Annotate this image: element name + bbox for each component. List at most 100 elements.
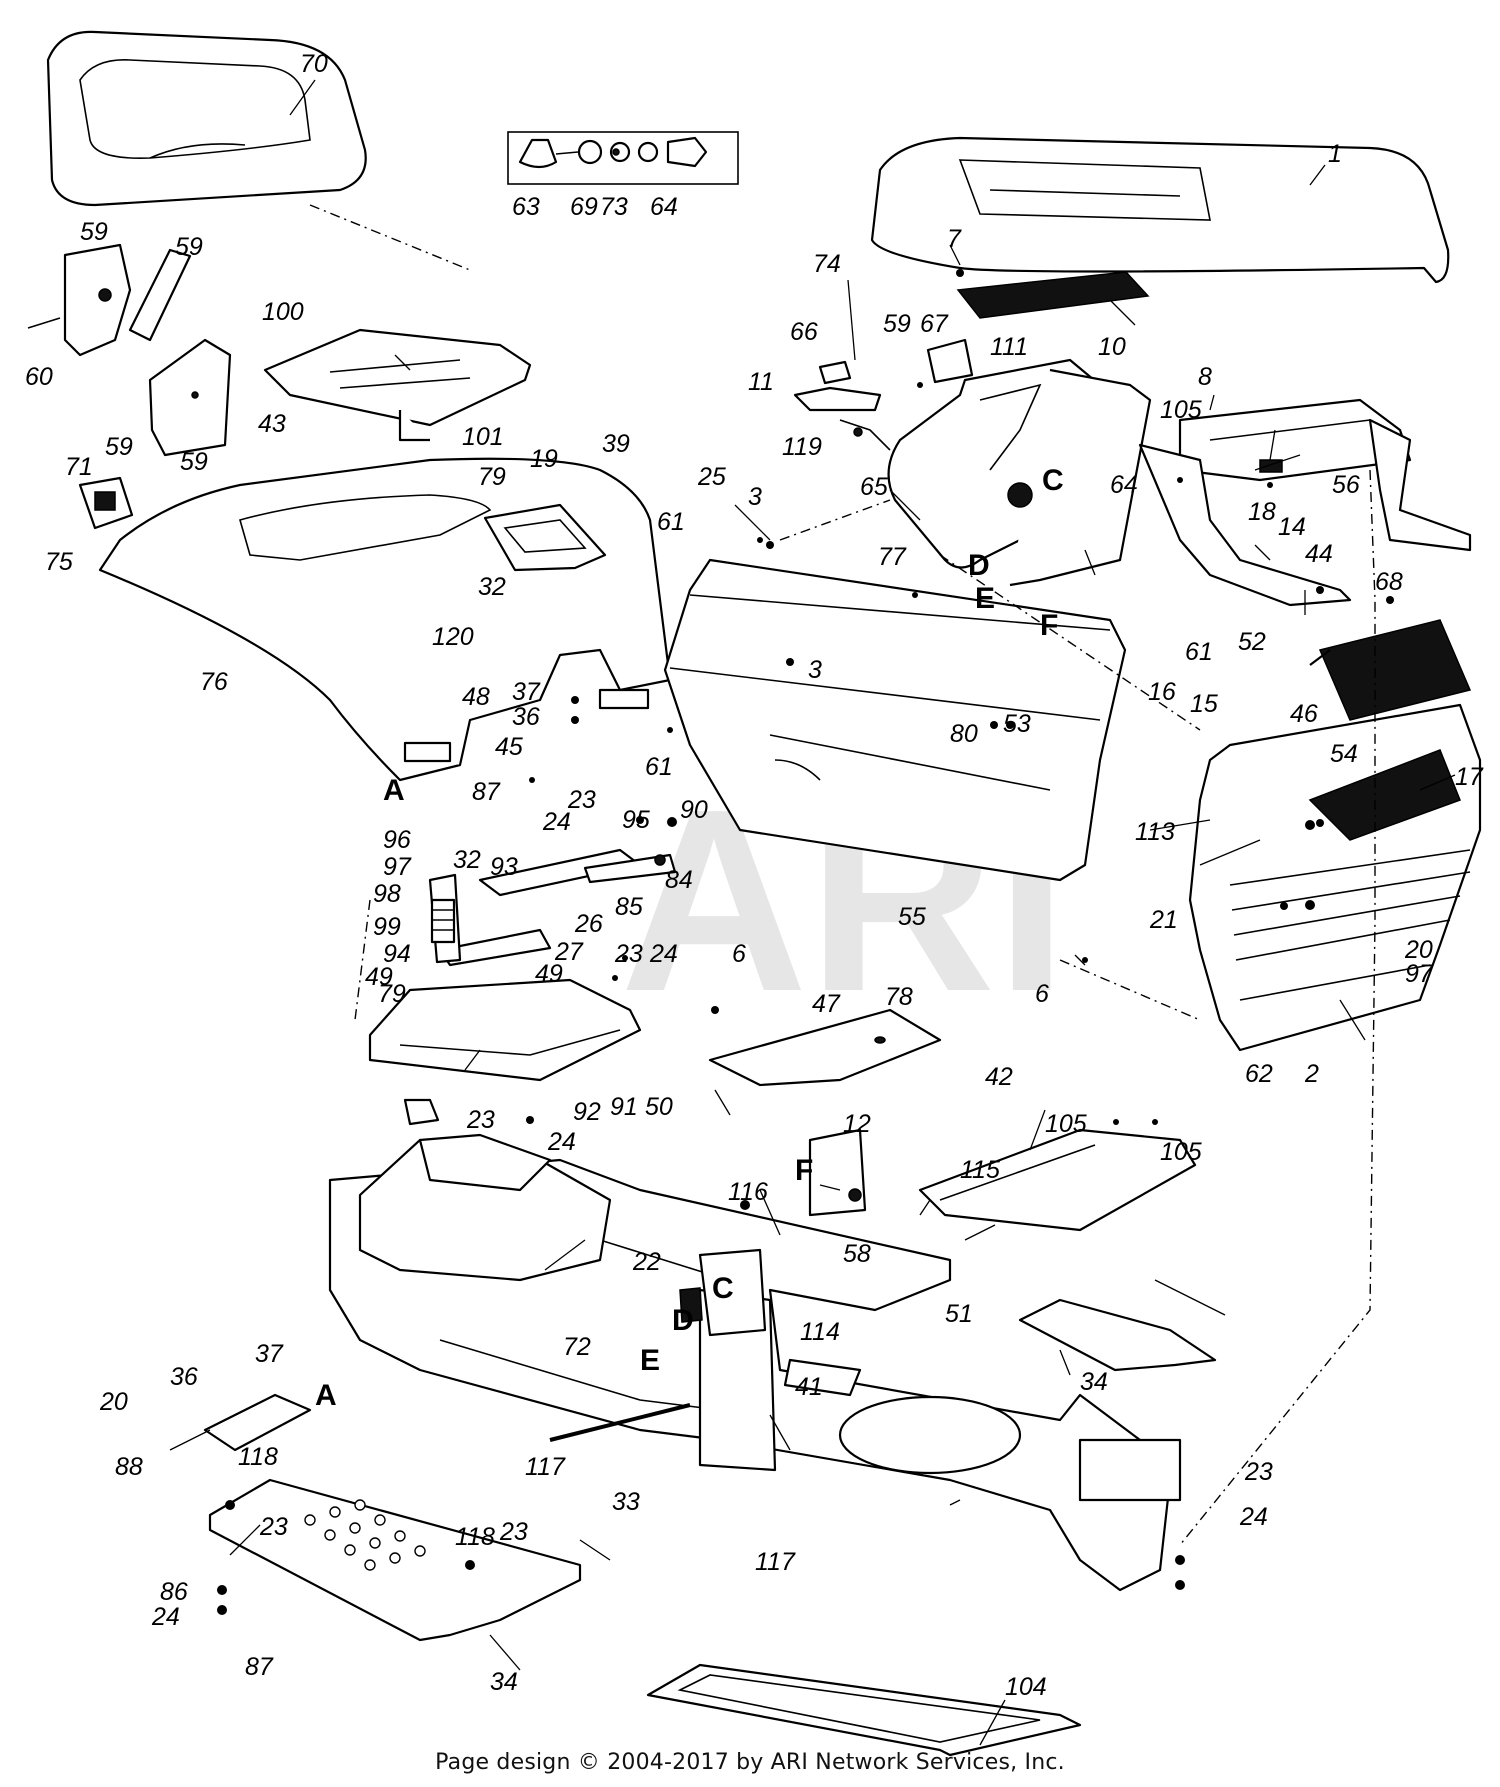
callout-52: 52	[1238, 628, 1266, 656]
callout-86: 86	[160, 1578, 188, 1606]
ref-letter-e: E	[975, 582, 995, 615]
switch	[78, 476, 134, 530]
callout-12: 12	[843, 1110, 871, 1138]
rod	[549, 1403, 691, 1442]
callout-6: 6	[732, 940, 746, 968]
callout-50: 50	[645, 1093, 673, 1121]
dash-panel	[887, 358, 1152, 587]
ref-letter-d: D	[968, 549, 990, 582]
callout-6: 6	[1035, 980, 1049, 1008]
callout-27: 27	[554, 938, 584, 966]
callout-114: 114	[800, 1318, 840, 1346]
callout-97: 97	[383, 853, 412, 881]
callout-70: 70	[300, 50, 328, 78]
callout-49: 49	[535, 960, 563, 988]
callout-55: 55	[898, 903, 926, 931]
callout-75: 75	[45, 548, 73, 576]
callout-59: 59	[175, 233, 203, 261]
callout-20: 20	[1404, 936, 1433, 964]
callout-113: 113	[1135, 818, 1175, 846]
callout-59: 59	[105, 433, 133, 461]
switch-67	[926, 338, 974, 384]
callout-24: 24	[1239, 1503, 1268, 1531]
ref-letter-a: A	[383, 774, 405, 807]
callout-10: 10	[1098, 333, 1126, 361]
callout-88: 88	[115, 1453, 143, 1481]
footrest-plate-small	[1018, 1298, 1217, 1372]
reference-lines	[309, 204, 1376, 1546]
callout-79: 79	[378, 980, 406, 1008]
callout-116: 116	[728, 1178, 768, 1206]
callout-37: 37	[255, 1340, 284, 1368]
callout-84: 84	[665, 866, 693, 894]
step-plate	[646, 1663, 1082, 1757]
callout-92: 92	[573, 1098, 601, 1126]
hood-bracket	[1138, 398, 1472, 607]
callout-34: 34	[1080, 1368, 1108, 1396]
callout-100: 100	[262, 298, 304, 326]
callout-87: 87	[245, 1653, 274, 1681]
seat-plate	[263, 328, 532, 442]
callout-36: 36	[512, 703, 540, 731]
callout-105: 105	[1045, 1110, 1087, 1138]
fuel-tank	[358, 1098, 612, 1282]
callout-24: 24	[547, 1128, 576, 1156]
callout-16: 16	[1148, 678, 1176, 706]
callout-11: 11	[748, 368, 774, 396]
callout-49: 49	[365, 963, 393, 991]
callout-42: 42	[985, 1063, 1013, 1091]
hood	[870, 136, 1450, 284]
callout-23: 23	[499, 1518, 528, 1546]
callout-46: 46	[1290, 700, 1318, 728]
callout-23: 23	[614, 940, 643, 968]
callout-43: 43	[258, 410, 286, 438]
callout-25: 25	[697, 463, 726, 491]
callout-105: 105	[1160, 396, 1202, 424]
callout-78: 78	[885, 983, 913, 1011]
hardware	[217, 269, 1394, 1615]
callout-91: 91	[610, 1093, 638, 1121]
callout-77: 77	[878, 543, 907, 571]
leader-lines	[169, 79, 1456, 1746]
callout-23: 23	[567, 786, 596, 814]
callout-56: 56	[1332, 471, 1360, 499]
callout-101: 101	[462, 423, 504, 451]
callout-93: 93	[490, 853, 518, 881]
side-plate	[918, 1128, 1197, 1232]
callout-64: 64	[1110, 471, 1138, 499]
callout-66: 66	[790, 318, 818, 346]
spring	[430, 898, 456, 944]
callout-64: 64	[650, 193, 678, 221]
callout-23: 23	[466, 1106, 495, 1134]
callout-1: 1	[1328, 140, 1342, 168]
mount-bracket	[808, 1128, 867, 1217]
callout-18: 18	[1248, 498, 1276, 526]
front-nose	[1188, 703, 1482, 1052]
callout-44: 44	[1305, 540, 1333, 568]
callout-17: 17	[1455, 763, 1484, 791]
ref-letter-d: D	[672, 1304, 694, 1337]
callout-34: 34	[490, 1668, 518, 1696]
callout-37: 37	[512, 678, 541, 706]
callout-51: 51	[945, 1300, 973, 1328]
callout-98: 98	[373, 880, 401, 908]
callout-3: 3	[808, 656, 822, 684]
ref-letter-a: A	[315, 1379, 337, 1412]
callout-24: 24	[542, 808, 571, 836]
callout-32: 32	[478, 573, 506, 601]
callout-90: 90	[680, 796, 708, 824]
key-bracket	[679, 1248, 767, 1337]
callout-labels: 70 63 69 73 64 1 59 59 60 59 59 100 101 …	[25, 50, 1484, 1701]
reference-letters: A A C C D D E E F F	[315, 464, 1064, 1412]
callout-97: 97	[1405, 960, 1434, 988]
callout-53: 53	[1003, 710, 1031, 738]
callout-79: 79	[478, 463, 506, 491]
ref-letter-c: C	[1042, 464, 1064, 497]
callout-72: 72	[563, 1333, 591, 1361]
callout-20: 20	[99, 1388, 128, 1416]
footrest	[208, 1478, 582, 1642]
callout-26: 26	[574, 910, 603, 938]
callout-48: 48	[462, 683, 490, 711]
shift-plate	[483, 503, 607, 572]
